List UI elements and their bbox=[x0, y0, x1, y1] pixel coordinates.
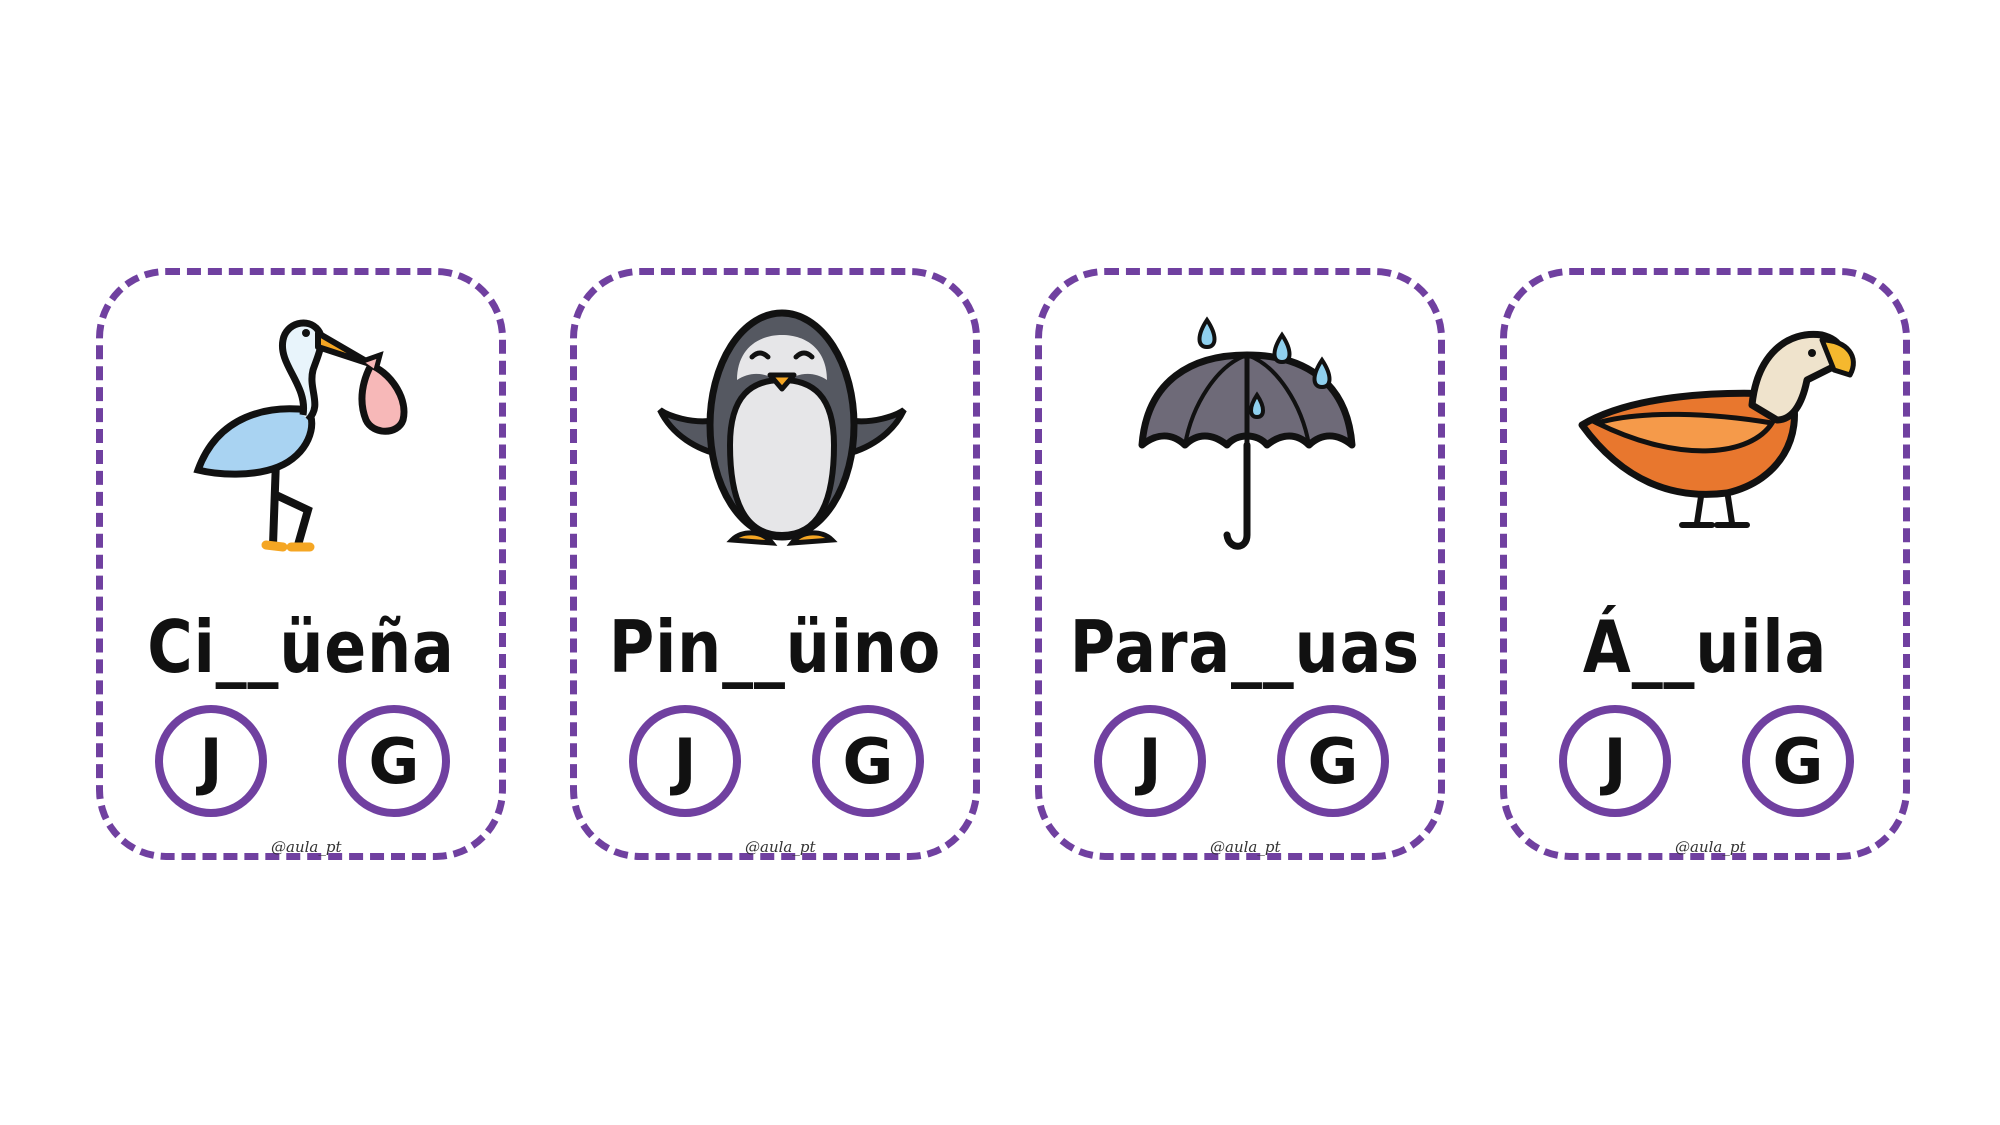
option-g-button[interactable]: G bbox=[338, 705, 450, 817]
umbrella-icon bbox=[1097, 295, 1397, 565]
card-stork: Ci__üeña J G @aula_pt bbox=[96, 268, 506, 860]
option-g-button[interactable]: G bbox=[1277, 705, 1389, 817]
word-with-blank: Á__uila bbox=[1582, 605, 1828, 689]
card-eagle: Á__uila J G @aula_pt bbox=[1500, 268, 1910, 860]
option-j-button[interactable]: J bbox=[629, 705, 741, 817]
credit-text: @aula_pt bbox=[1210, 838, 1281, 856]
word-with-blank: Pin__üino bbox=[608, 605, 942, 689]
eagle-icon bbox=[1562, 295, 1862, 565]
card-penguin: Pin__üino J G @aula_pt bbox=[570, 268, 980, 860]
credit-text: @aula_pt bbox=[1675, 838, 1746, 856]
word-with-blank: Ci__üeña bbox=[147, 605, 455, 689]
credit-text: @aula_pt bbox=[745, 838, 816, 856]
option-g-button[interactable]: G bbox=[1742, 705, 1854, 817]
option-j-button[interactable]: J bbox=[1559, 705, 1671, 817]
credit-text: @aula_pt bbox=[271, 838, 342, 856]
option-g-button[interactable]: G bbox=[812, 705, 924, 817]
word-with-blank: Para__uas bbox=[1069, 605, 1420, 689]
card-umbrella: Para__uas J G @aula_pt bbox=[1035, 268, 1445, 860]
stork-icon bbox=[158, 295, 458, 565]
penguin-icon bbox=[632, 295, 932, 565]
option-j-button[interactable]: J bbox=[155, 705, 267, 817]
option-j-button[interactable]: J bbox=[1094, 705, 1206, 817]
